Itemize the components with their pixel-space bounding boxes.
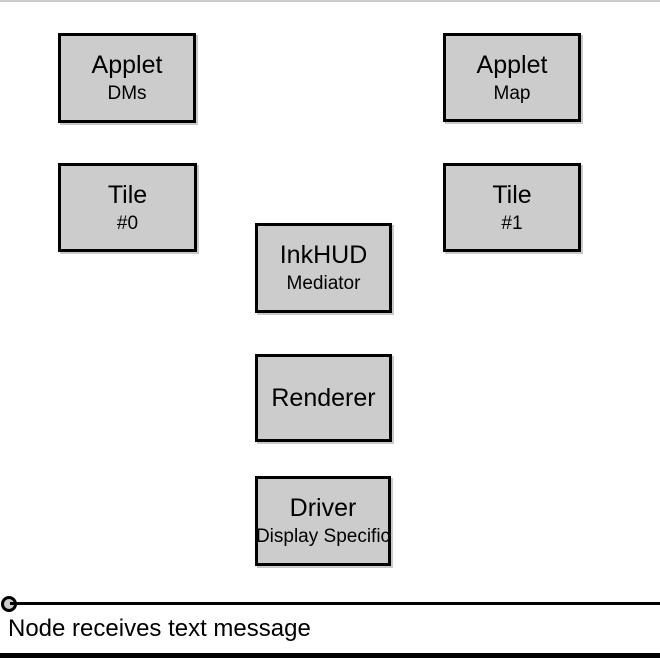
- box-subtitle: Map: [493, 82, 531, 104]
- box-tile-1: Tile #1: [443, 163, 581, 252]
- timeline-line: [10, 602, 660, 605]
- box-tile-0: Tile #0: [58, 163, 197, 252]
- box-title: Tile: [492, 180, 532, 209]
- timeline-event-label: Node receives text message: [8, 615, 311, 642]
- box-inkhud: InkHUD Mediator: [255, 223, 392, 313]
- box-subtitle: Display Specific: [255, 526, 391, 547]
- bottom-border-rule: [0, 653, 660, 658]
- box-title: Tile: [107, 180, 148, 209]
- box-subtitle: #1: [501, 212, 523, 234]
- box-title: InkHUD: [279, 241, 368, 269]
- box-subtitle: DMs: [107, 83, 147, 104]
- top-border-rule: [0, 0, 660, 2]
- box-subtitle: #0: [116, 212, 139, 234]
- box-subtitle: Mediator: [286, 273, 361, 294]
- box-title: Driver: [289, 494, 357, 522]
- box-title: Applet: [476, 50, 548, 79]
- box-title: Applet: [91, 51, 163, 79]
- box-renderer: Renderer: [255, 354, 392, 442]
- box-title: Renderer: [271, 384, 376, 412]
